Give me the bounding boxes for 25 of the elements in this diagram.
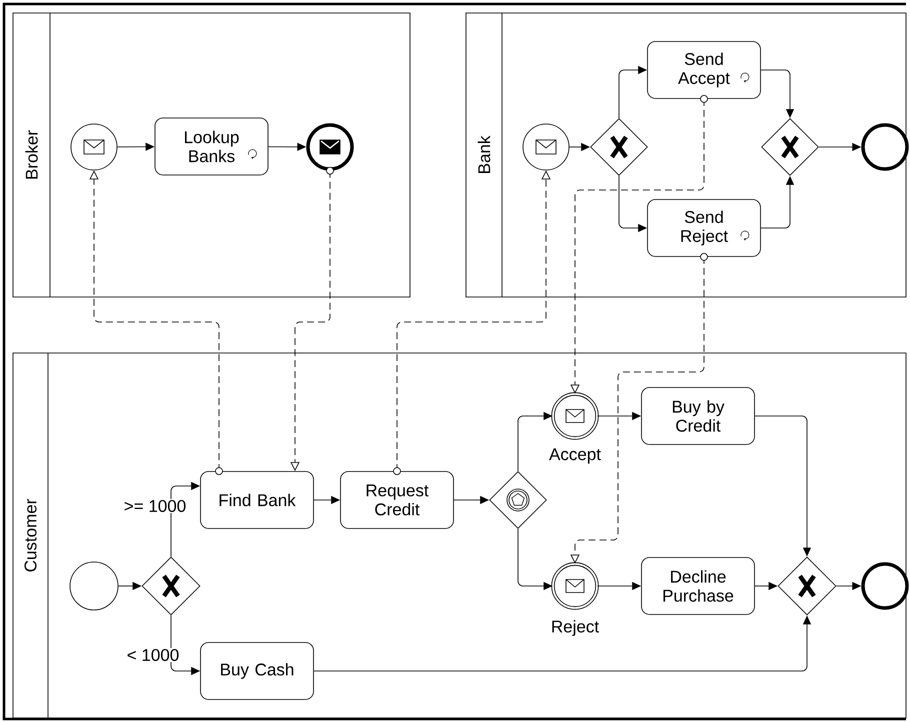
end-event-circle [306, 123, 354, 171]
gateway-diamond [778, 556, 836, 616]
task-box: Lookup Banks [154, 118, 268, 176]
edge-label: >= 1000 [122, 498, 188, 514]
start-event-circle [70, 124, 118, 170]
event-label: Reject [552, 620, 599, 636]
gateway-diamond [489, 471, 547, 529]
gateway-diamond [142, 556, 200, 616]
task-box: Send Reject [647, 199, 761, 257]
intermediate-event-circle [551, 562, 599, 610]
gateway-diamond [761, 118, 819, 176]
task-box: Request Credit [340, 471, 454, 529]
intermediate-event-circle [551, 392, 599, 440]
end-event-circle [861, 123, 909, 171]
start-event-circle [522, 124, 570, 170]
edge-label: < 1000 [126, 648, 180, 662]
event-label: Accept [549, 448, 601, 464]
task-box: Send Accept [647, 41, 761, 99]
task-box: Buy by Credit [641, 387, 755, 445]
start-event-circle [70, 562, 118, 610]
gateway-diamond [590, 118, 648, 176]
task-box: Find Bank [200, 471, 314, 529]
task-box: Decline Purchase [641, 557, 755, 615]
task-box: Buy Cash [200, 642, 314, 700]
end-event-circle [861, 562, 909, 610]
